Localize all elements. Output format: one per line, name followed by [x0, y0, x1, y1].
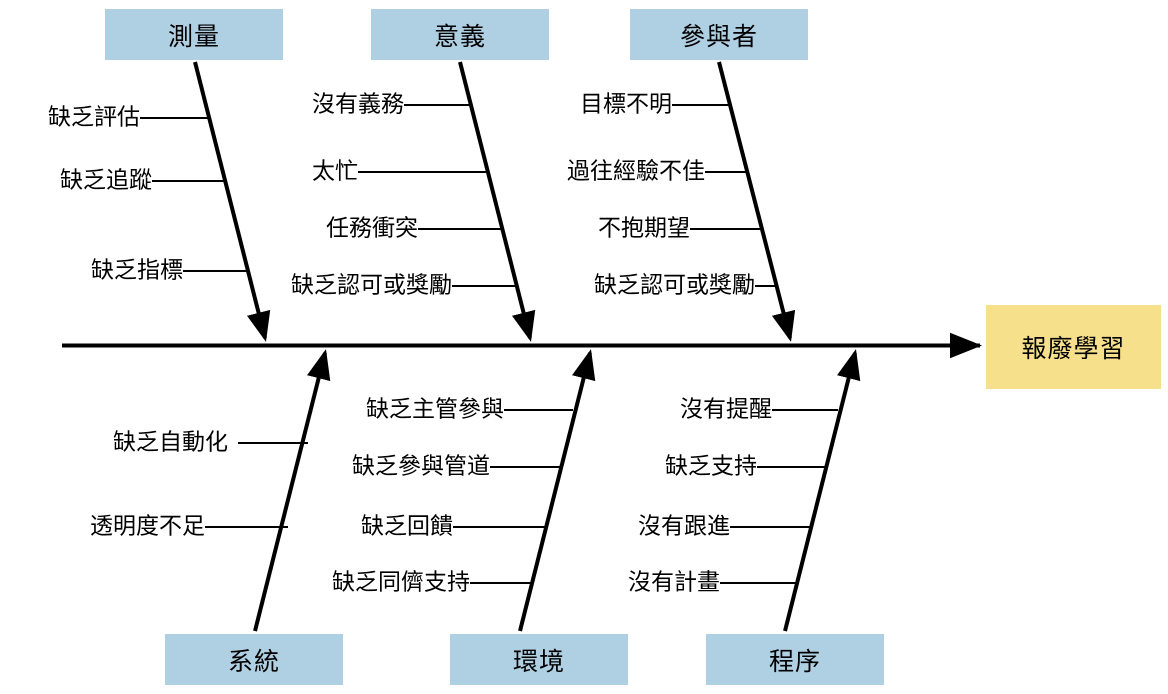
rib-participants: [672, 61, 796, 342]
cause-label: 沒有義務: [312, 91, 404, 118]
cause-label: 缺乏同儕支持: [332, 569, 470, 596]
rib-process: [720, 349, 861, 632]
category-label-environment: 環境: [512, 646, 565, 676]
cause-label: 目標不明: [580, 91, 672, 118]
effect-label: 報廢學習: [1021, 334, 1126, 363]
cause-label: 缺乏指標: [91, 257, 183, 284]
category-box-process[interactable]: 程序: [706, 634, 884, 685]
cause-label: 缺乏追蹤: [60, 167, 152, 194]
cause-label: 透明度不足: [90, 513, 205, 540]
effect-box[interactable]: 報廢學習: [986, 305, 1161, 389]
cause-label: 缺乏支持: [665, 453, 757, 480]
cause-label: 缺乏認可或獎勵: [594, 272, 755, 299]
cause-label: 沒有計畫: [628, 569, 720, 596]
rib-meaning: [358, 61, 536, 342]
cause-label: 太忙: [312, 158, 358, 185]
category-label-system: 系統: [227, 646, 280, 676]
cause-label: 缺乏主管參與: [366, 396, 504, 423]
category-box-system[interactable]: 系統: [165, 634, 343, 685]
cause-label: 缺乏認可或獎勵: [291, 272, 452, 299]
cause-label: 缺乏評估: [48, 104, 140, 131]
cause-label: 過往經驗不佳: [567, 158, 705, 185]
cause-label: 任務衝突: [326, 215, 418, 242]
category-label-participants: 參與者: [679, 21, 758, 51]
category-label-meaning: 意義: [433, 21, 486, 51]
category-label-measurement: 測量: [167, 21, 220, 51]
category-box-participants[interactable]: 參與者: [630, 9, 808, 60]
cause-label: 沒有跟進: [638, 513, 730, 540]
category-box-meaning[interactable]: 意義: [371, 9, 549, 60]
rib-environment: [453, 349, 596, 632]
cause-label: 沒有提醒: [680, 396, 772, 423]
category-box-measurement[interactable]: 測量: [105, 9, 283, 60]
cause-label: 缺乏參與管道: [352, 453, 490, 480]
cause-label: 缺乏回饋: [361, 513, 453, 540]
rib-measurement: [140, 61, 271, 342]
category-label-process: 程序: [768, 646, 821, 676]
cause-label: 缺乏自動化: [113, 429, 228, 456]
category-box-environment[interactable]: 環境: [450, 634, 628, 685]
cause-label: 不抱期望: [598, 215, 690, 242]
rib-system: [205, 349, 331, 632]
